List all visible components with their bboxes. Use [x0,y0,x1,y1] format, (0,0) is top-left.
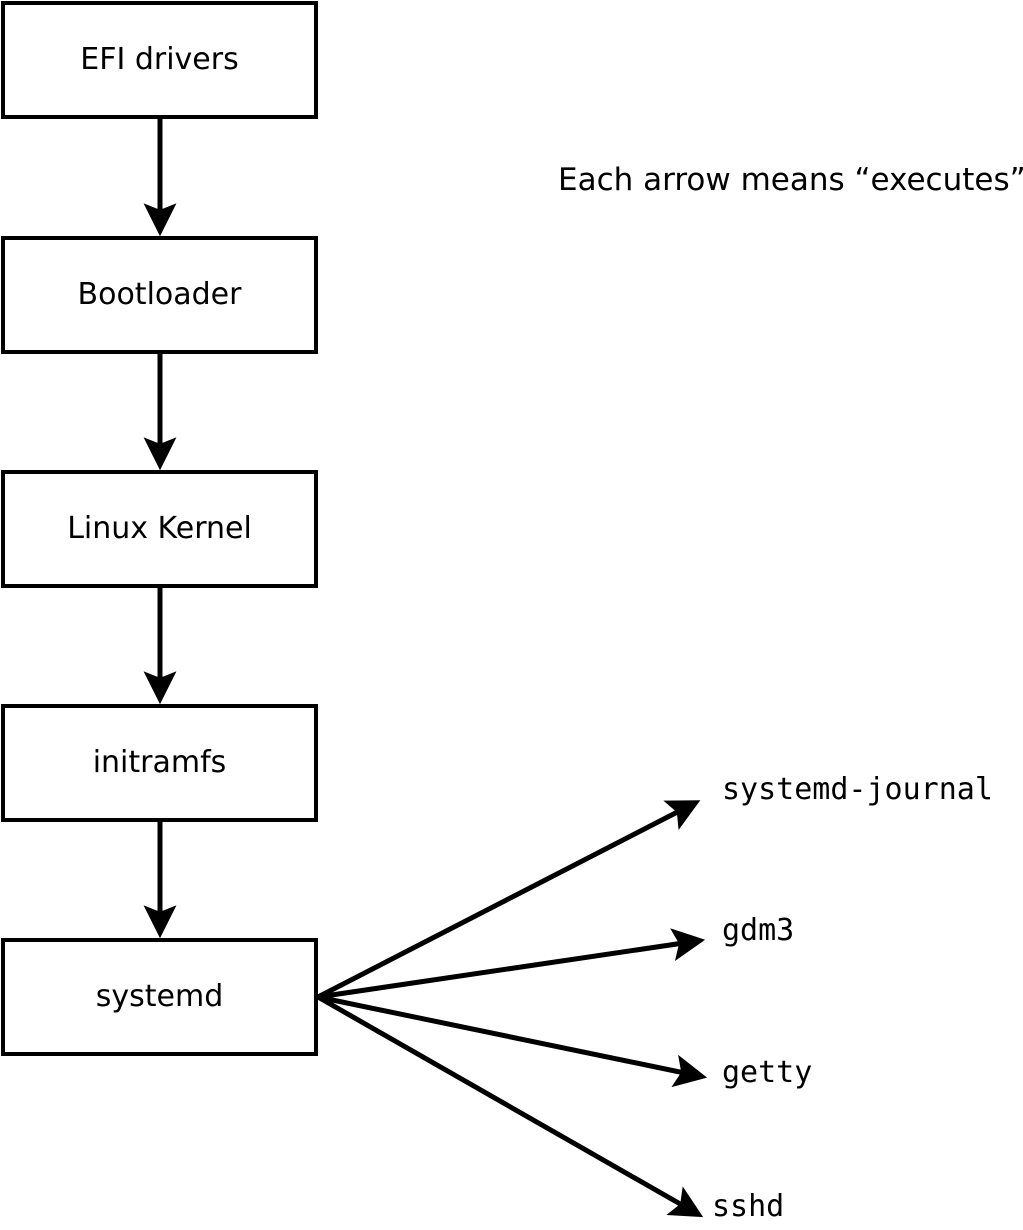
process-label-systemd-journal: systemd-journal [722,772,993,807]
process-label-sshd: sshd [712,1189,785,1224]
node-bootloader: Bootloader [1,236,318,354]
process-label-getty: getty [722,1055,813,1090]
arrow-systemd-to-systemd-journal [316,800,701,1000]
process-label-gdm3: gdm3 [722,913,795,948]
arrow-systemd-to-getty [317,994,708,1088]
arrow-legend-note: Each arrow means “executes”. [558,162,1023,198]
node-systemd-label: systemd [95,979,224,1014]
node-efi-drivers: EFI drivers [1,1,318,119]
node-initramfs: initramfs [1,704,318,822]
node-linux-kernel-label: Linux Kernel [67,511,252,546]
node-efi-drivers-label: EFI drivers [80,42,239,77]
node-systemd: systemd [1,938,318,1056]
arrow-systemd-to-sshd [316,994,704,1218]
arrow-systemd-to-gdm3 [317,928,706,1000]
node-initramfs-label: initramfs [92,745,227,780]
node-linux-kernel: Linux Kernel [1,470,318,588]
node-bootloader-label: Bootloader [77,277,242,312]
